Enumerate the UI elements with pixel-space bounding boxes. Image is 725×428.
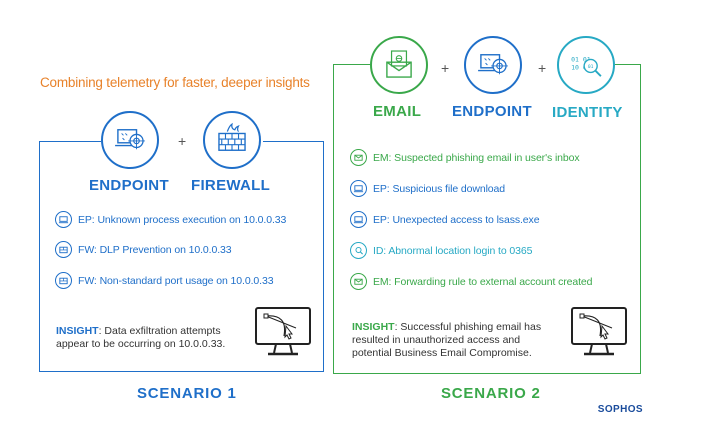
event-text: FW: DLP Prevention on 10.0.0.33 — [78, 243, 232, 256]
event-text: EP: Unexpected access to lsass.exe — [373, 213, 540, 226]
email-icon — [350, 273, 367, 290]
scenario1-label: SCENARIO 1 — [137, 385, 237, 402]
event-item: EM: Suspected phishing email in user's i… — [350, 149, 580, 166]
svg-text:10 0: 10 0 — [571, 64, 587, 72]
insight-body: : Successful phishing email has resulted… — [352, 321, 542, 359]
event-text: EP: Unknown process execution on 10.0.0.… — [78, 213, 287, 226]
insight-body: : Data exfiltration attempts appear to b… — [56, 325, 226, 350]
event-item: FW: DLP Prevention on 10.0.0.33 — [55, 241, 232, 258]
category-firewall: FIREWALL — [191, 177, 271, 194]
plus-sign: + — [178, 133, 187, 149]
event-text: ID: Abnormal location login to 0365 — [373, 244, 533, 257]
event-item: EP: Unexpected access to lsass.exe — [350, 211, 540, 228]
event-item: ID: Abnormal location login to 0365 — [350, 242, 532, 259]
event-text: EM: Forwarding rule to external account … — [373, 275, 593, 288]
email-icon — [350, 149, 367, 166]
scenario2-label: SCENARIO 2 — [441, 385, 541, 402]
plus-sign: + — [441, 60, 450, 76]
category-email: EMAIL — [373, 103, 422, 120]
event-item: EP: Unknown process execution on 10.0.0.… — [55, 211, 286, 228]
laptop-icon — [55, 211, 72, 228]
event-text: FW: Non-standard port usage on 10.0.0.33 — [78, 274, 274, 287]
event-item: FW: Non-standard port usage on 10.0.0.33 — [55, 272, 274, 289]
plus-sign: + — [538, 60, 547, 76]
event-item: EP: Suspicious file download — [350, 180, 505, 197]
monitor-chart-icon — [570, 306, 628, 360]
svg-text:01: 01 — [588, 64, 594, 70]
firewall-icon — [55, 272, 72, 289]
laptop-icon — [350, 211, 367, 228]
insight-text: INSIGHT: Successful phishing email has r… — [352, 321, 557, 360]
category-endpoint: ENDPOINT — [452, 103, 532, 120]
firewall-icon — [55, 241, 72, 258]
endpoint-category-icon — [101, 111, 159, 169]
event-item: EM: Forwarding rule to external account … — [350, 273, 593, 290]
insight-label: INSIGHT — [56, 325, 99, 337]
monitor-chart-icon — [254, 306, 312, 360]
insight-label: INSIGHT — [352, 321, 395, 333]
event-text: EP: Suspicious file download — [373, 182, 506, 195]
svg-text:01 01: 01 01 — [571, 55, 591, 63]
category-identity: IDENTITY — [552, 104, 623, 121]
firewall-category-icon — [203, 111, 261, 169]
endpoint-category-icon — [464, 36, 522, 94]
email-category-icon — [370, 36, 428, 94]
laptop-icon — [350, 180, 367, 197]
headline: Combining telemetry for faster, deeper i… — [40, 75, 310, 90]
insight-text: INSIGHT: Data exfiltration attempts appe… — [56, 325, 256, 351]
category-endpoint: ENDPOINT — [89, 177, 169, 194]
identity-icon — [350, 242, 367, 259]
event-text: EM: Suspected phishing email in user's i… — [373, 151, 580, 164]
identity-category-icon: 01 01 10 0 01 — [557, 36, 615, 94]
sophos-logo: SOPHOS — [597, 404, 643, 415]
